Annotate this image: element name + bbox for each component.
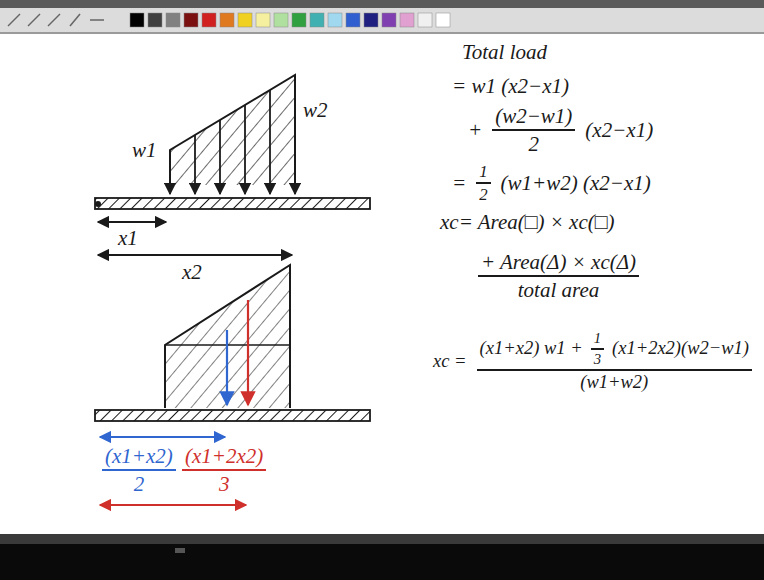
- load-label-group: w2: [303, 98, 328, 122]
- equation-text-group: =12(w1+w2) (x2−x1): [452, 162, 651, 205]
- fraction: 12: [476, 162, 490, 205]
- load-arrows: [170, 75, 295, 194]
- fraction: + Area(Δ) × xc(Δ) total area: [478, 250, 639, 302]
- equation-text: (w2−w1): [495, 104, 572, 128]
- fraction-bar: + Area(Δ) × xc(Δ): [478, 250, 639, 277]
- equation-text: 2: [529, 132, 540, 156]
- fraction-denominator: 3: [594, 350, 601, 368]
- fraction-bar: (w2−w1): [492, 104, 575, 131]
- equation-text-group: = w1 (x2−x1): [452, 74, 569, 98]
- fraction-denominator: (w1+w2): [580, 371, 648, 393]
- fraction: (x1+x2) w1 +13(x1+2x2)(w2−w1)(w1+w2): [477, 330, 752, 393]
- equation-text: = w1 (x2−x1): [452, 74, 569, 98]
- dimension-label: x1: [118, 226, 138, 250]
- dimension-arrow: [98, 221, 166, 223]
- canvas-edge: [0, 32, 764, 34]
- equation-text: (w1+w2) (x2−x1): [501, 171, 651, 195]
- equation-text-group: + (w2−w1) 2 (x2−x1): [468, 104, 653, 156]
- dimension-label: x2: [182, 260, 202, 284]
- load-hatching: [165, 265, 290, 408]
- fraction-bar: 1: [591, 330, 604, 350]
- equation-text-group: + Area(Δ) × xc(Δ) total area: [476, 250, 641, 302]
- equation-text: (x1+x2) w1 +: [480, 338, 583, 359]
- dimension-label-group: x1: [118, 226, 138, 250]
- fraction-denominator: 2: [134, 471, 145, 496]
- equation-text: (x2−x1): [585, 118, 653, 142]
- fraction: (x1+2x2) 3: [182, 444, 266, 496]
- dimension-arrow: [98, 254, 292, 256]
- equation-text-group: Total load: [462, 40, 547, 64]
- equation-text-group: xc =(x1+x2) w1 +13(x1+2x2)(w2−w1)(w1+w2): [433, 330, 754, 393]
- fraction: (w2−w1) 2: [492, 104, 575, 156]
- equation-text: xc =: [433, 351, 467, 372]
- equation-text: (w1+w2): [580, 372, 648, 393]
- triangle-centroid-arrow: [247, 300, 249, 405]
- centroid-label-group: (x1+x2) 2: [100, 444, 178, 496]
- toolbar: [0, 8, 764, 32]
- load-label-group: w1: [132, 138, 157, 162]
- beam-end: [95, 201, 101, 207]
- equation-text: 1: [594, 330, 601, 347]
- beam: [95, 410, 370, 421]
- tool-icons: [8, 14, 104, 26]
- equation-text: + Area(Δ) × xc(Δ): [481, 250, 636, 274]
- dimension-label-group: x2: [182, 260, 202, 284]
- equation-text: 1: [479, 162, 487, 181]
- fraction: 13: [591, 330, 604, 368]
- load-label: w2: [303, 98, 328, 122]
- equation-text: 3: [594, 351, 601, 368]
- title-bar: [0, 0, 764, 8]
- load-hatching: [170, 75, 295, 185]
- fraction-bar: 1: [476, 162, 490, 184]
- load-outline: [165, 265, 290, 408]
- video-bar: [0, 544, 764, 580]
- dimension-arrow: [100, 504, 246, 506]
- centroid-label: (x1+2x2): [185, 444, 263, 468]
- equation-text: =: [452, 171, 466, 195]
- equation-text: +: [468, 118, 482, 142]
- equation-text: 2: [479, 185, 487, 204]
- color-palette: [130, 13, 450, 27]
- fraction-bar: (x1+x2): [102, 444, 176, 471]
- fraction-denominator: total area: [518, 277, 599, 302]
- equation-text-group: xc= Area(□) × xc(□): [440, 210, 614, 234]
- equation-text: total area: [518, 278, 599, 302]
- fraction: (x1+x2) 2: [102, 444, 176, 496]
- load-outline: [170, 75, 295, 185]
- load-label: w1: [132, 138, 157, 162]
- video-marker: [175, 548, 185, 553]
- centroid-label: (x1+x2): [105, 444, 173, 468]
- fraction-bar: (x1+x2) w1 +13(x1+2x2)(w2−w1): [477, 330, 752, 371]
- fraction-denominator: 3: [219, 471, 230, 496]
- equation-text: (x1+2x2)(w2−w1): [612, 338, 749, 359]
- fraction-denominator: 2: [529, 131, 540, 156]
- centroid-label: 3: [219, 472, 230, 496]
- equation-text: Total load: [462, 40, 547, 64]
- centroid-label: 2: [134, 472, 145, 496]
- beam: [95, 198, 370, 209]
- centroid-label-group: (x1+2x2) 3: [180, 444, 268, 496]
- fraction-bar: (x1+2x2): [182, 444, 266, 471]
- status-strip: [0, 534, 764, 544]
- equation-text: xc= Area(□) × xc(□): [440, 210, 614, 234]
- fraction-denominator: 2: [479, 184, 487, 204]
- rectangle-centroid-arrow: [226, 330, 228, 405]
- dimension-arrow: [100, 436, 225, 438]
